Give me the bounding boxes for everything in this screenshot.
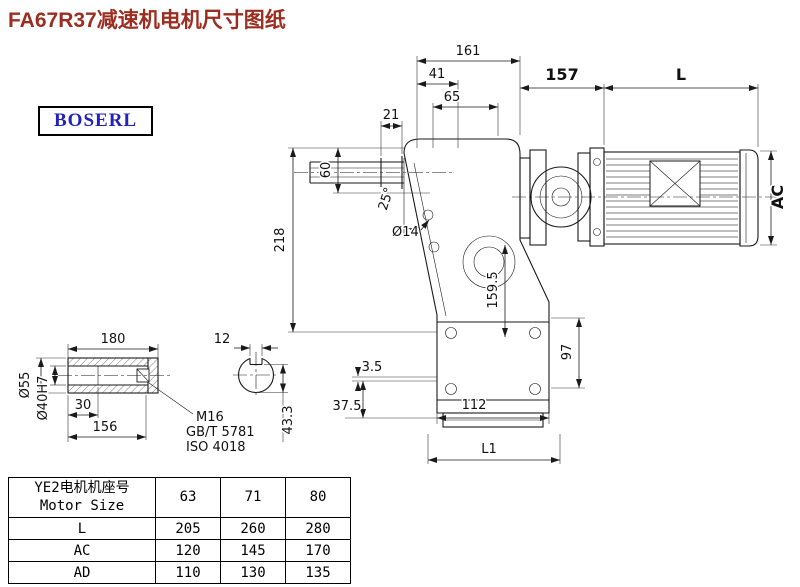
row-L-value-0: 205 [155, 517, 221, 540]
bolt-m16-label: M16 [196, 410, 224, 425]
dim-30-label: 30 [75, 398, 92, 413]
motor-size-table: YE2电机机座号 Motor Size 63 71 80 L 205 260 2… [8, 477, 351, 584]
dimensions-cross-section: 12 43.3 [212, 331, 298, 442]
row-AD-value-0: 110 [155, 561, 221, 584]
bolt-gbt-label: GB/T 5781 [186, 425, 255, 440]
dim-97-label: 97 [560, 344, 575, 361]
motor-body [512, 149, 782, 247]
header-label-cn: YE2电机机座号 [34, 480, 130, 496]
dim-43-3-label: 43.3 [281, 406, 296, 435]
shaft-detail: 180 Ø55 Ø40H7 30 156 M16 GB/T 5781 [17, 331, 257, 457]
dim-41-label: 41 [429, 67, 446, 82]
dim-156-label: 156 [93, 420, 118, 435]
header-value-63: 63 [155, 477, 221, 518]
header-value-71: 71 [220, 477, 286, 518]
dim-60-label: 60 [319, 162, 334, 179]
shaft-cross-section: 12 43.3 [212, 331, 298, 442]
dim-AC-label: AC [768, 185, 787, 209]
header-value-80: 80 [285, 477, 351, 518]
table-row-AC: AC 120 145 170 [8, 539, 351, 562]
dim-37-5-label: 37.5 [333, 399, 362, 414]
row-AD-value-1: 130 [220, 561, 286, 584]
dimensions-shaft: 180 Ø55 Ø40H7 30 156 M16 GB/T 5781 [17, 331, 257, 457]
dim-159-5-label: 159.5 [486, 271, 501, 308]
header-label-en: Motor Size [39, 497, 125, 514]
main-view: 161 41 65 21 157 L 60 218 Ø14 25° AC 159… [272, 43, 789, 464]
dim-L1-label: L1 [481, 442, 497, 457]
dim-218-label: 218 [273, 228, 288, 253]
dim-3-5-label: 3.5 [362, 360, 383, 375]
row-L-label: L [8, 517, 156, 540]
dim-angle25-label: 25° [376, 186, 397, 213]
row-AC-value-2: 170 [285, 539, 351, 562]
dim-dia40h7-label: Ø40H7 [36, 376, 51, 421]
row-AC-label: AC [8, 539, 156, 562]
table-row-L: L 205 260 280 [8, 517, 351, 540]
row-L-value-1: 260 [220, 517, 286, 540]
dim-L-label: L [676, 65, 686, 84]
dim-65-label: 65 [444, 90, 461, 105]
table-header-row: YE2电机机座号 Motor Size 63 71 80 [8, 477, 351, 518]
dim-dia14-label: Ø14 [392, 225, 419, 240]
dim-dia55-label: Ø55 [18, 372, 33, 399]
dim-112-label: 112 [462, 398, 487, 413]
brand-logo-text: BOSERL [54, 110, 138, 131]
row-AC-value-0: 120 [155, 539, 221, 562]
gearbox-housing [403, 138, 550, 428]
dim-180-label: 180 [101, 332, 126, 347]
dim-21-label: 21 [383, 108, 400, 123]
page-title: FA67R37减速机电机尺寸图纸 [8, 9, 286, 32]
row-AC-value-1: 145 [220, 539, 286, 562]
fan-cover [739, 149, 759, 247]
row-AD-label: AD [8, 561, 156, 584]
dim-161-label: 161 [456, 44, 481, 59]
dimensions-main: 161 41 65 21 157 L 60 218 Ø14 25° AC 159… [272, 43, 789, 464]
row-AD-value-2: 135 [285, 561, 351, 584]
table-row-AD: AD 110 130 135 [8, 561, 351, 584]
dim-12-label: 12 [214, 332, 231, 347]
row-L-value-2: 280 [285, 517, 351, 540]
header-motor-size-cell: YE2电机机座号 Motor Size [8, 477, 156, 518]
output-shaft [294, 156, 452, 189]
bolt-iso-label: ISO 4018 [186, 440, 246, 455]
dim-157-label: 157 [545, 65, 578, 84]
brand-logo: BOSERL [38, 106, 154, 136]
